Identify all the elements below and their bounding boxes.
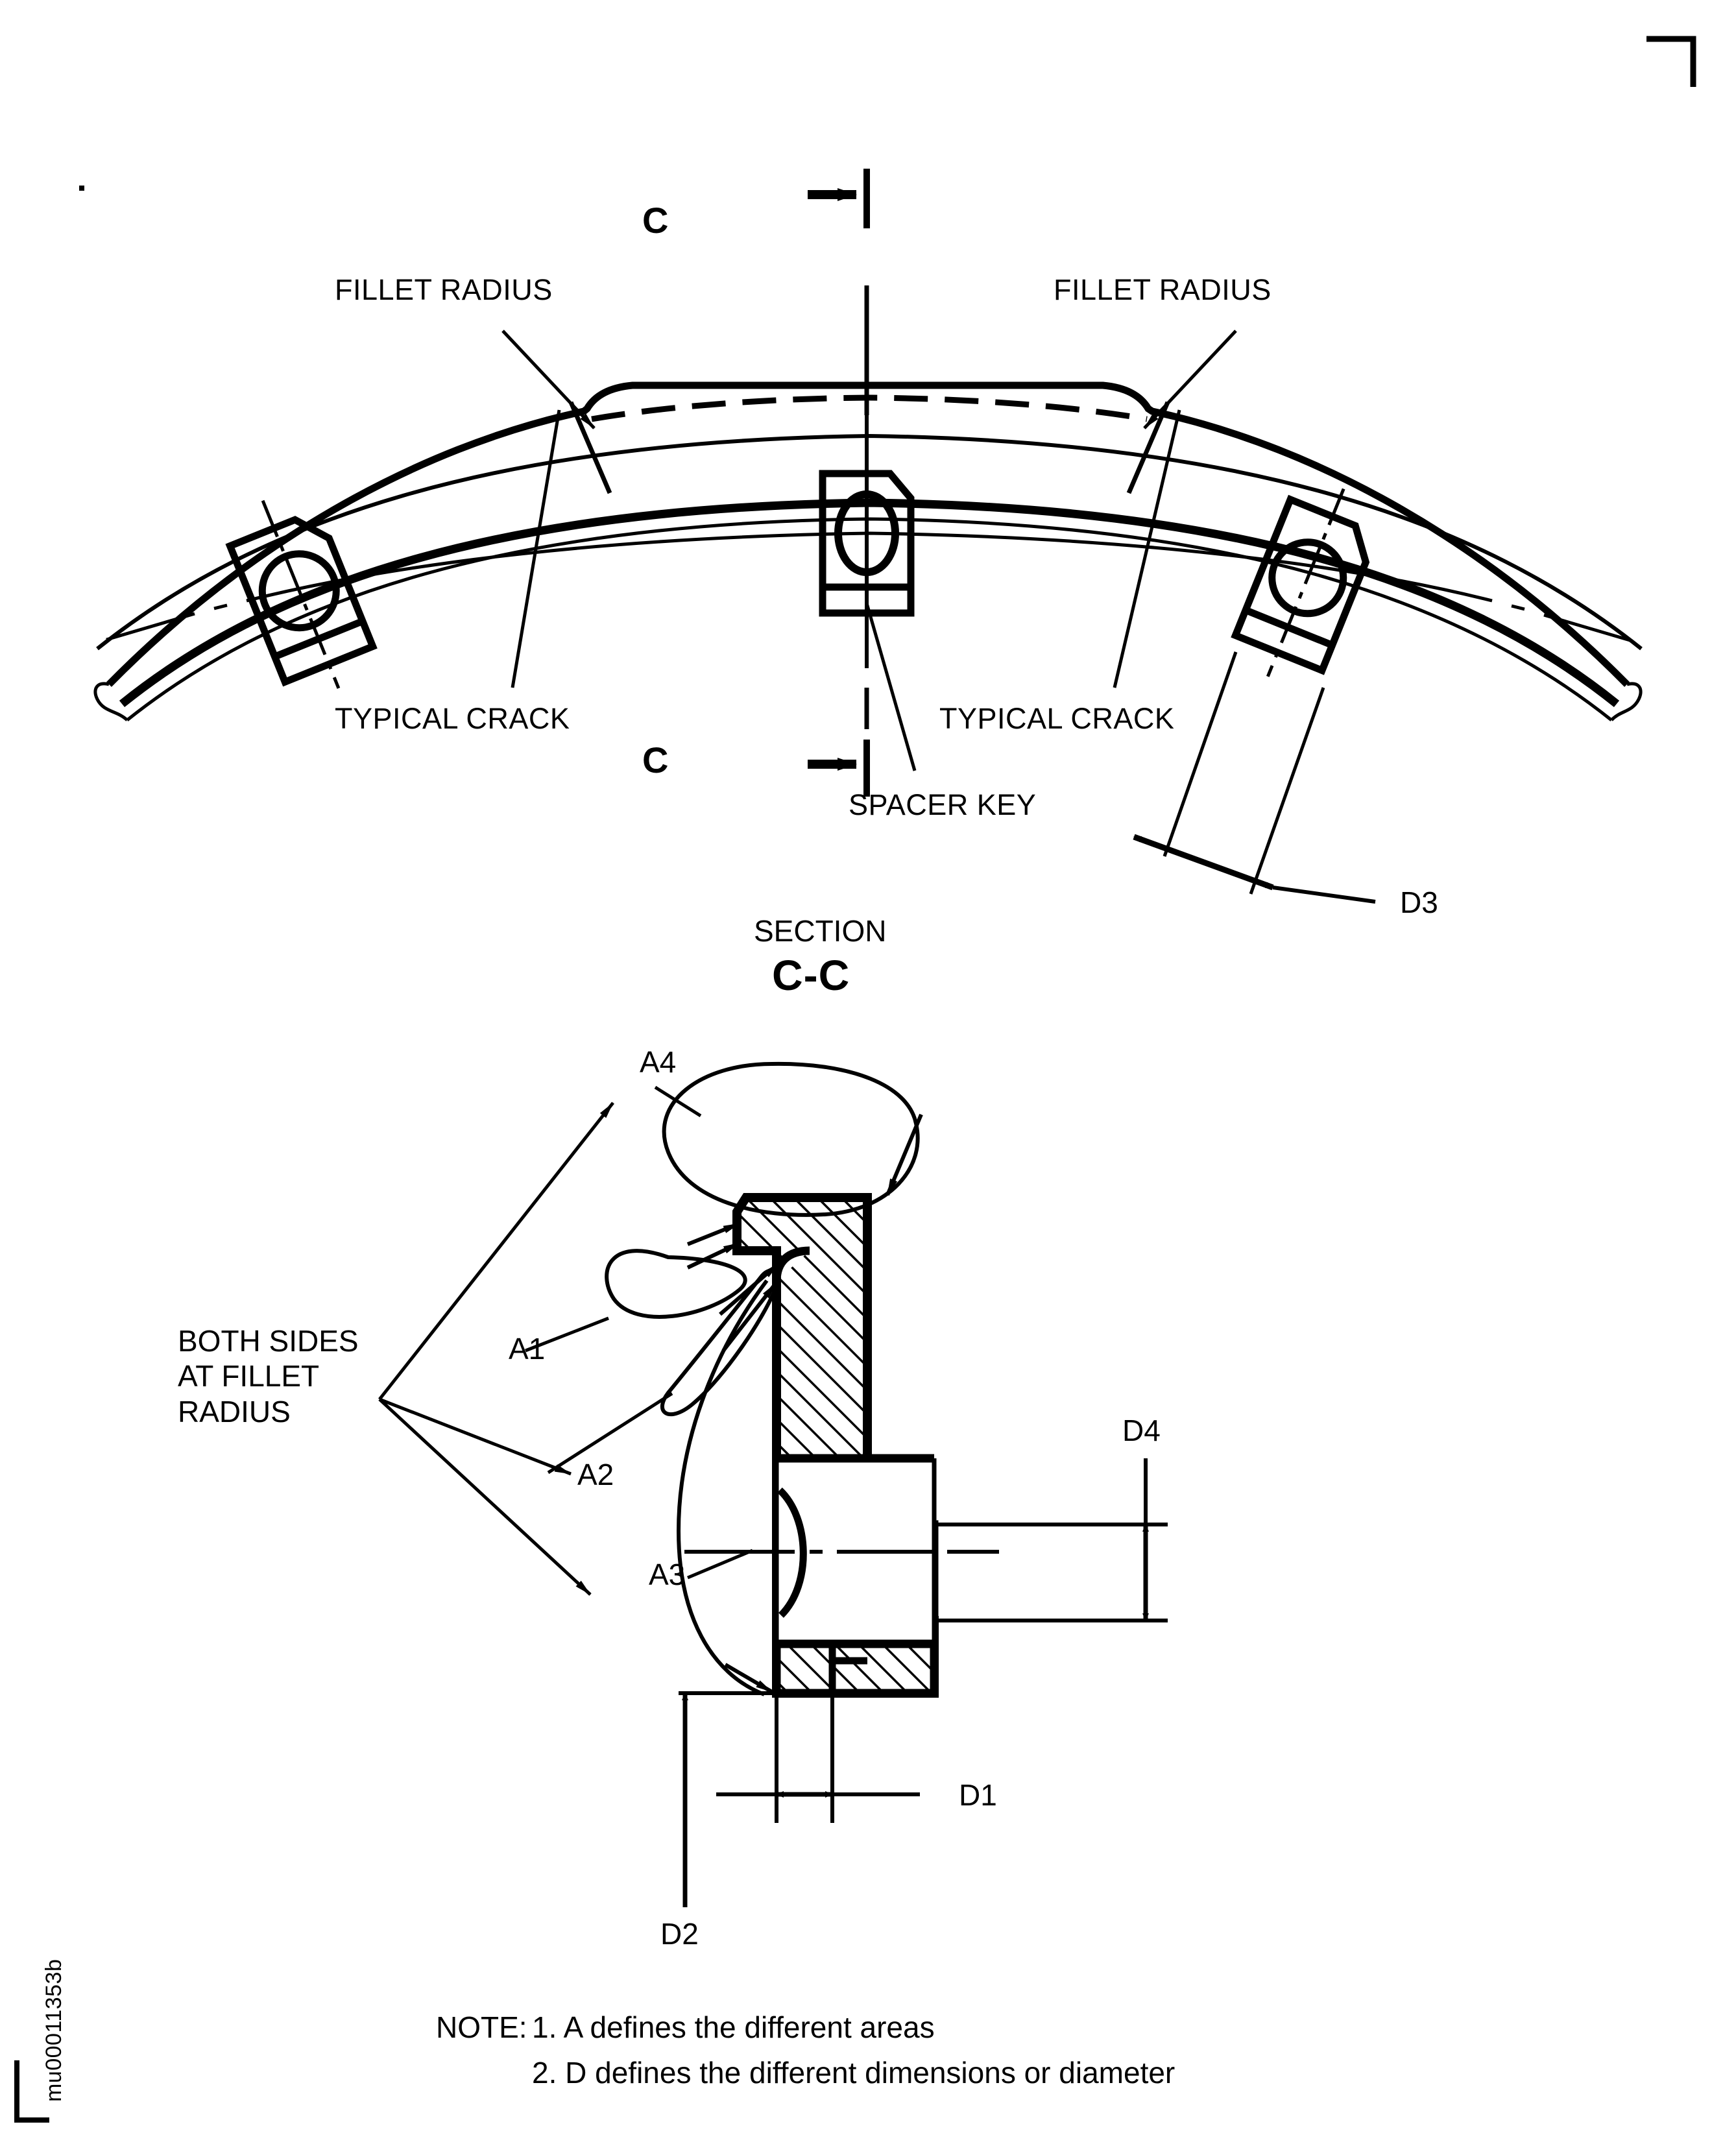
centerline-arc-main	[246, 531, 1493, 603]
arrow-a1-to-part	[686, 1222, 741, 1246]
hub-lower-hatch	[777, 1644, 934, 1693]
dimension-label-d2: D2	[660, 1917, 699, 1951]
section-mark-letter-bottom: C	[642, 740, 669, 780]
bore-back-wall	[777, 1487, 807, 1618]
dimension-label-d3: D3	[1400, 886, 1438, 919]
arrow-a2-to-part	[686, 1241, 741, 1270]
section-title-line1: SECTION	[754, 914, 887, 948]
lug-left	[225, 500, 378, 689]
arrow-a2b-to-part	[719, 1262, 780, 1316]
note-item-2: 2. D defines the different dimensions or…	[532, 2056, 1175, 2090]
note-prefix-text: NOTE:	[436, 2010, 527, 2044]
area-callout-a1: A1	[509, 1332, 546, 1366]
leader-fillet-radius-left	[501, 330, 596, 429]
leader-bothsides-to-a3	[378, 1398, 592, 1596]
lug-right-centerline-v	[1266, 488, 1345, 677]
note-item-1: 1. A defines the different areas	[532, 2010, 935, 2044]
leader-typical-crack-left	[511, 409, 561, 688]
centerline-arc-seg-a	[106, 612, 195, 642]
typical-crack-label-left: TYPICAL CRACK	[335, 702, 570, 735]
crack-tick-left	[568, 401, 612, 494]
area-callout-a3: A3	[649, 1558, 686, 1591]
leader-bothsides-to-a2	[379, 1397, 572, 1476]
leader-spacer-key	[865, 603, 917, 771]
lug-right	[1231, 488, 1370, 677]
dimension-label-d1: D1	[959, 1778, 997, 1812]
callout-balloon-a4	[662, 1061, 920, 1217]
d3-extension-line-left	[1163, 651, 1238, 857]
callout-balloon-a3	[676, 1279, 769, 1696]
both-sides-at-fillet-radius-note: BOTH SIDES AT FILLET RADIUS	[178, 1324, 359, 1428]
fillet-radius-label-left: FILLET RADIUS	[335, 273, 553, 306]
leader-label-a1	[525, 1316, 609, 1353]
section-cc-geometry	[378, 1061, 1168, 1907]
section-mark-letter-top: C	[642, 200, 669, 241]
section-title-line2: C-C	[772, 951, 850, 999]
fillet-radius-label-right: FILLET RADIUS	[1054, 273, 1272, 306]
centerline-arc-dot-b	[1511, 604, 1525, 611]
inner-edge-lower	[119, 498, 1620, 708]
lug-middle-outline	[819, 470, 915, 617]
dimension-label-d4: D4	[1122, 1414, 1161, 1447]
callout-balloon-a1	[605, 1249, 747, 1319]
arrow-a3b-to-part	[721, 1282, 778, 1352]
spacer-key-label: SPACER KEY	[849, 788, 1037, 821]
registration-dot	[79, 186, 84, 191]
area-callout-a4: A4	[640, 1045, 677, 1079]
leader-label-a3	[687, 1549, 753, 1580]
lug-left-centerline-v	[261, 500, 341, 689]
centerline-arc-dot-a	[213, 603, 228, 610]
leader-fillet-radius-right	[1143, 330, 1237, 429]
document-id-bracket	[14, 2060, 49, 2123]
leader-typical-crack-right	[1113, 409, 1181, 688]
hub-lower-outline	[772, 1639, 939, 1698]
break-line-right	[1610, 682, 1643, 721]
crack-tick-right	[1126, 401, 1170, 494]
arrow-a3-to-part	[724, 1663, 773, 1694]
leader-label-a2	[547, 1392, 673, 1475]
hidden-edge-boss	[591, 394, 1148, 422]
pitch-arc-upper	[96, 433, 1643, 651]
lug-right-outline	[1231, 494, 1370, 675]
arrow-a4-to-part	[886, 1113, 923, 1196]
area-callout-a2: A2	[577, 1458, 614, 1491]
corner-crop-mark	[1646, 36, 1696, 87]
break-line-left	[93, 682, 128, 721]
leader-label-a4	[654, 1085, 702, 1118]
d3-extension-line-right	[1249, 687, 1325, 895]
lower-band-edge	[126, 517, 1613, 721]
centerline-arc-seg-b	[1543, 613, 1633, 643]
note-prefix: NOTE:	[436, 2012, 527, 2042]
d3-dimension-line	[1133, 834, 1274, 891]
top-view-geometry	[93, 169, 1643, 904]
typical-crack-label-right: TYPICAL CRACK	[939, 702, 1175, 735]
d3-leader-to-label	[1272, 886, 1376, 904]
leader-bothsides-to-a4	[378, 1102, 614, 1401]
